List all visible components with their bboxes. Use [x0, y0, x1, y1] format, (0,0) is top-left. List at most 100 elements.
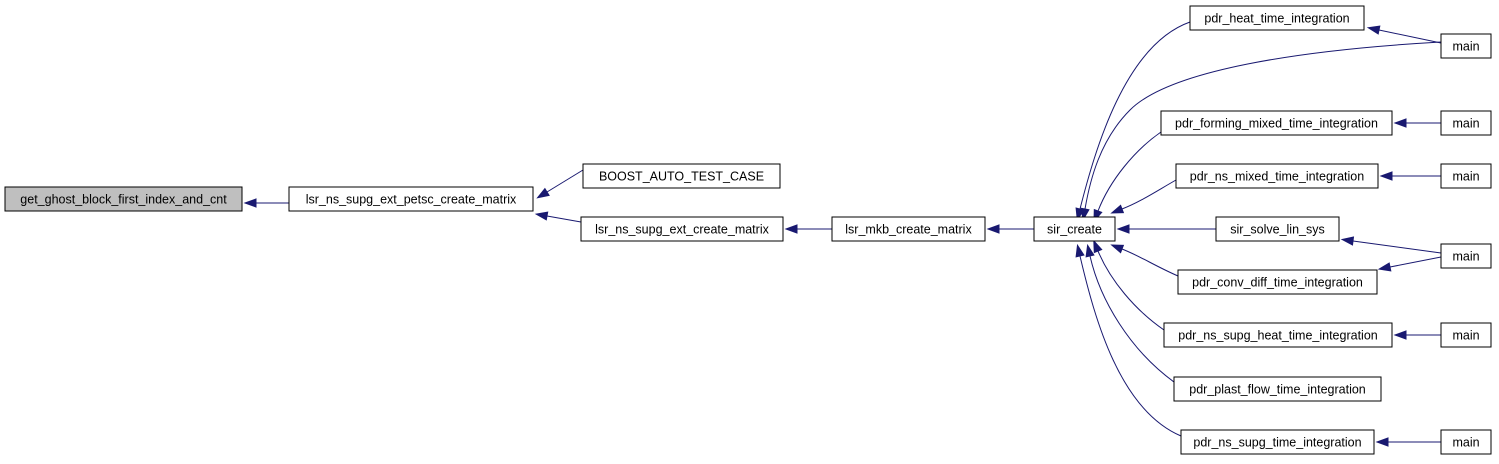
node-pdr-plast-flow-time-integration[interactable]: pdr_plast_flow_time_integration	[1173, 376, 1382, 402]
edge-n13-n5	[1075, 243, 1182, 437]
edge-line	[1097, 131, 1162, 212]
node-box	[1180, 429, 1375, 455]
node-box	[582, 163, 781, 189]
arrowhead-icon	[784, 224, 798, 234]
node-box	[1033, 216, 1116, 242]
node-get-ghost-block-first-index-and-cnt[interactable]: get_ghost_block_first_index_and_cnt	[4, 186, 243, 212]
node-lsr-ns-supg-ext-create-matrix[interactable]: lsr_ns_supg_ext_create_matrix	[580, 216, 784, 242]
node-label: main	[1452, 117, 1479, 131]
node-label: pdr_plast_flow_time_integration	[1189, 383, 1366, 397]
node-box	[288, 186, 534, 212]
edge-n9-n5	[1116, 224, 1216, 234]
node-box	[1173, 376, 1382, 402]
edge-n12-n5	[1085, 243, 1175, 383]
node-pdr-ns-supg-heat-time-integration[interactable]: pdr_ns_supg_heat_time_integration	[1163, 322, 1393, 348]
arrowhead-icon	[1093, 239, 1103, 254]
node-boost-auto-test-case[interactable]: BOOST_AUTO_TEST_CASE	[582, 163, 781, 189]
node-lsr-ns-supg-ext-petsc-create-matrix[interactable]: lsr_ns_supg_ext_petsc_create_matrix	[288, 186, 534, 212]
edge-line	[546, 169, 584, 193]
edge-n4-n3	[784, 224, 832, 234]
edge-n3-n1	[534, 211, 582, 223]
edge-line	[1084, 41, 1442, 210]
edge-n11-n5	[1093, 239, 1165, 331]
node-label: main	[1452, 329, 1479, 343]
edge-line	[1352, 240, 1442, 254]
arrowhead-icon	[1393, 330, 1407, 340]
node-label: sir_create	[1047, 223, 1102, 237]
node-label: lsr_mkb_create_matrix	[845, 223, 972, 237]
node-pdr-ns-supg-time-integration[interactable]: pdr_ns_supg_time_integration	[1180, 429, 1375, 455]
node-box	[1160, 110, 1393, 136]
arrowhead-icon	[1116, 224, 1130, 234]
node-box	[1177, 269, 1378, 295]
node-label: pdr_forming_mixed_time_integration	[1175, 117, 1378, 131]
arrowhead-icon	[1379, 171, 1393, 181]
edge-line	[1079, 21, 1191, 210]
edge-line	[546, 215, 582, 223]
nodes-layer: get_ghost_block_first_index_and_cnt lsr_n…	[4, 5, 1492, 455]
node-pdr-ns-mixed-time-integration[interactable]: pdr_ns_mixed_time_integration	[1175, 163, 1379, 189]
node-sir-solve-lin-sys[interactable]: sir_solve_lin_sys	[1215, 216, 1340, 242]
node-box	[1215, 216, 1340, 242]
edge-line	[1121, 248, 1179, 277]
arrowhead-icon	[1085, 243, 1095, 258]
node-pdr-conv-diff-time-integration[interactable]: pdr_conv_diff_time_integration	[1177, 269, 1378, 295]
node-lsr-mkb-create-matrix[interactable]: lsr_mkb_create_matrix	[831, 216, 986, 242]
node-main[interactable]: main	[1440, 33, 1492, 59]
edge-m3-n8	[1379, 171, 1441, 181]
edge-line	[1389, 256, 1442, 268]
edge-m4-n9	[1340, 236, 1442, 254]
node-label: lsr_ns_supg_ext_create_matrix	[595, 223, 769, 237]
node-box	[1175, 163, 1379, 189]
node-label: main	[1452, 436, 1479, 450]
arrowhead-icon	[1110, 244, 1125, 254]
edge-line	[1378, 29, 1442, 44]
node-box	[4, 186, 243, 212]
arrowhead-icon	[1377, 262, 1392, 272]
edge-n2-n1	[536, 169, 584, 199]
edge-m5-n11	[1393, 330, 1441, 340]
arrowhead-icon	[534, 211, 549, 221]
node-box	[1440, 163, 1492, 189]
edge-n7-n5	[1093, 131, 1162, 223]
node-main[interactable]: main	[1440, 322, 1492, 348]
arrowhead-icon	[1340, 236, 1355, 246]
node-box	[1440, 110, 1492, 136]
node-label: pdr_ns_mixed_time_integration	[1190, 170, 1364, 184]
edge-line	[1089, 255, 1175, 383]
edge-n10-n5	[1110, 244, 1179, 277]
node-box	[580, 216, 784, 242]
node-box	[1440, 33, 1492, 59]
node-pdr-forming-mixed-time-integration[interactable]: pdr_forming_mixed_time_integration	[1160, 110, 1393, 136]
node-label: pdr_conv_diff_time_integration	[1192, 276, 1363, 290]
node-label: pdr_ns_supg_time_integration	[1193, 436, 1361, 450]
node-box	[1440, 322, 1492, 348]
node-main[interactable]: main	[1440, 243, 1492, 269]
edges-layer	[243, 21, 1442, 447]
node-main[interactable]: main	[1440, 110, 1492, 136]
node-pdr-heat-time-integration[interactable]: pdr_heat_time_integration	[1189, 5, 1365, 31]
node-box	[1163, 322, 1393, 348]
node-label: main	[1452, 250, 1479, 264]
node-label: lsr_ns_supg_ext_petsc_create_matrix	[306, 193, 517, 207]
arrowhead-icon	[1375, 437, 1389, 447]
edge-n8-n5	[1110, 179, 1177, 214]
arrowhead-icon	[1366, 25, 1381, 35]
edge-m6-n13	[1375, 437, 1441, 447]
edge-line	[1121, 179, 1177, 210]
node-main[interactable]: main	[1440, 163, 1492, 189]
node-box	[831, 216, 986, 242]
node-main[interactable]: main	[1440, 429, 1492, 455]
arrowhead-icon	[1110, 204, 1125, 214]
node-label: BOOST_AUTO_TEST_CASE	[599, 170, 764, 184]
arrowhead-icon	[536, 187, 550, 199]
node-label: sir_solve_lin_sys	[1230, 223, 1324, 237]
node-label: get_ghost_block_first_index_and_cnt	[20, 193, 227, 207]
edge-line	[1097, 250, 1165, 331]
edge-m4-n10	[1377, 256, 1442, 272]
node-sir-create[interactable]: sir_create	[1033, 216, 1116, 242]
node-label: main	[1452, 40, 1479, 54]
arrowhead-icon	[1075, 243, 1085, 258]
node-box	[1189, 5, 1365, 31]
